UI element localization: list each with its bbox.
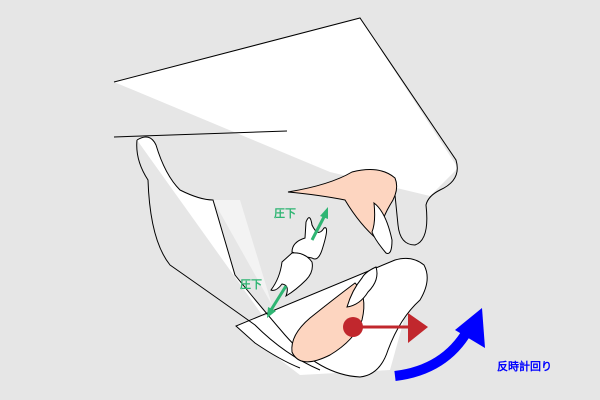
lower-projection	[213, 200, 272, 305]
upper-incisor	[371, 201, 393, 254]
intrusion-label-lower: 圧下	[240, 278, 262, 291]
intrusion-arrow-lower	[267, 285, 288, 318]
intrusion-label-upper: 圧下	[274, 207, 296, 220]
upper-projection	[114, 18, 458, 196]
upper-molar	[291, 217, 328, 260]
lower-molar	[270, 252, 313, 298]
reference-line	[113, 130, 288, 138]
intrusion-arrow-upper	[310, 207, 328, 241]
lower-incisor	[346, 266, 378, 308]
rotation-label: 反時計回り	[497, 360, 552, 373]
counterclockwise-rotation-arrow	[394, 308, 485, 381]
force-arrow	[343, 313, 428, 343]
lower-alveolar-tissue	[291, 282, 365, 363]
upper-alveolar-tissue	[287, 169, 398, 241]
maxilla-profile	[113, 17, 458, 246]
